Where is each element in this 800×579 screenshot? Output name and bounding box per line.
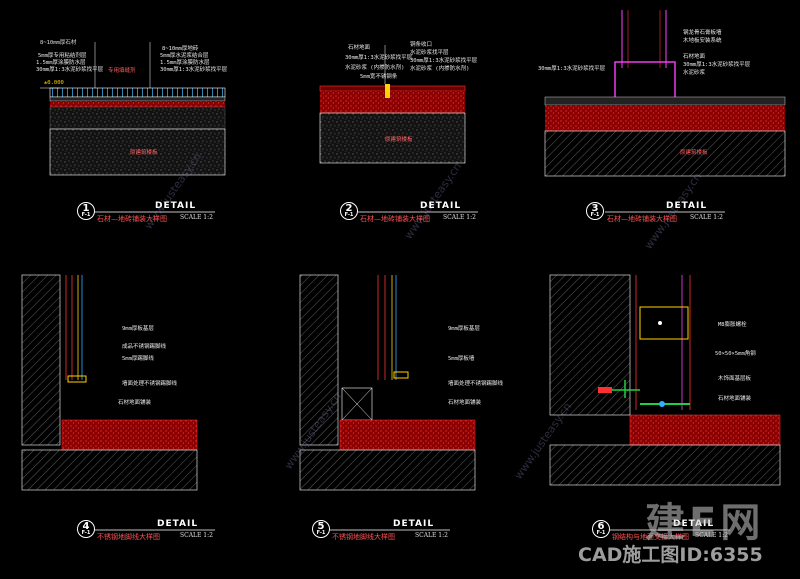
detail-3-section — [544, 10, 786, 177]
d6-label-2: 50×50×5mm角钢 — [715, 351, 756, 357]
d4-label-1: 9mm厚板基层 — [122, 326, 154, 332]
d3-label-right-4: 30mm厚1:3水泥砂浆找平层 — [683, 62, 751, 68]
d6-label-3: 木饰面基层板 — [718, 376, 752, 382]
cad-id-watermark: CAD施工图ID:6355 — [578, 544, 763, 566]
detail-2-heading: DETAIL — [420, 201, 462, 211]
d2-label-right-1: 铜条收口 — [410, 42, 433, 48]
diagonal-watermark-text: www.justeasy.cn — [642, 170, 704, 251]
detail-6-heading: DETAIL — [673, 519, 715, 529]
d1-label-left-1: 8~10mm厚石材 — [40, 40, 77, 46]
d1-slab-label: 原建筑楼板 — [130, 150, 158, 156]
brand-watermark: 建E网 — [645, 500, 765, 546]
d5-label-1: 9mm厚板基层 — [448, 326, 480, 332]
detail-1-section — [40, 42, 226, 176]
d4-label-3: 5mm厚踢脚线 — [122, 356, 154, 362]
detail-1-scale: SCALE 1:2 — [180, 214, 213, 221]
d2-slab-label: 原建筑楼板 — [385, 137, 413, 143]
title-underlines — [95, 211, 730, 531]
d4-label-4: 墙面处理不锈钢踢脚线 — [122, 381, 178, 387]
d6-label-4: 石材地面铺装 — [718, 396, 752, 402]
detail-4-heading: DETAIL — [157, 519, 199, 529]
d2-label-left-1: 石材地面 — [348, 45, 371, 51]
d5-label-2: 5mm厚板墙 — [448, 356, 475, 362]
detail-5-title: 不锈钢地脚线大样图 — [332, 533, 395, 541]
d5-label-3: 墙面处理不锈钢踢脚线 — [448, 381, 504, 387]
d2-label-right-4: 水泥砂浆 (内掺防水剂) — [410, 66, 470, 72]
d5-label-4: 石材地面铺装 — [448, 400, 482, 406]
detail-3-scale: SCALE 1:2 — [690, 214, 723, 221]
d2-label-left-3: 水泥砂浆 (内掺防水剂) — [345, 65, 405, 71]
d3-label-right-2: 木地板安装系统 — [683, 38, 722, 44]
d3-label-right-1: 钢龙骨石膏板墙 — [683, 30, 722, 36]
d3-label-right-3: 石材地面 — [683, 54, 706, 60]
detail-6-scale: SCALE 1:2 — [695, 532, 728, 539]
detail-2-scale: SCALE 1:2 — [443, 214, 476, 221]
d1-label-left-2: 5mm厚专用粘结剂层 — [38, 53, 87, 59]
d3-slab-label: 原建筑楼板 — [680, 150, 708, 156]
detail-3-heading: DETAIL — [666, 201, 708, 211]
d1-label-right-2: 5mm厚水泥浆结合层 — [160, 53, 209, 59]
d2-label-right-2: 水泥砂浆找平层 — [410, 50, 449, 56]
d2-label-left-2: 30mm厚1:3水泥砂浆找平层 — [345, 55, 413, 61]
d6-label-1: M8膨胀螺栓 — [718, 322, 747, 328]
detail-6-title: 钢结构与地面交接大样图 — [612, 533, 689, 541]
d2-center-label: 5mm宽不锈钢条 — [360, 74, 398, 80]
d1-label-left-4: 30mm厚1:3水泥砂浆找平层 — [36, 67, 104, 73]
detail-4-scale: SCALE 1:2 — [180, 532, 213, 539]
detail-5-scale: SCALE 1:2 — [415, 532, 448, 539]
d1-elevation: ±0.000 — [44, 80, 64, 86]
d1-label-right-3: 1.5mm厚涂膜防水层 — [160, 60, 210, 66]
d3-label-left-1: 30mm厚1:3水泥砂浆找平层 — [538, 66, 606, 72]
d4-label-5: 石材地面铺装 — [118, 400, 152, 406]
detail-1-heading: DETAIL — [155, 201, 197, 211]
d3-label-right-5: 水泥砂浆 — [683, 70, 706, 76]
detail-1-title: 石材—地砖铺装大样图 — [97, 215, 167, 223]
d4-label-2: 成品不锈钢踢脚线 — [122, 344, 167, 350]
detail-2-section — [319, 45, 466, 164]
detail-5-section — [299, 274, 476, 491]
d1-label-left-3: 1.5mm厚涂膜防水层 — [36, 60, 86, 66]
d1-label-right-1: 8~10mm厚地砖 — [162, 46, 199, 52]
detail-4-title: 不锈钢地脚线大样图 — [97, 533, 160, 541]
detail-2-title: 石材—地砖铺装大样图 — [360, 215, 430, 223]
d1-label-right-4: 30mm厚1:3水泥砂浆找平层 — [160, 67, 228, 73]
detail-6-section — [549, 274, 781, 486]
d2-label-right-3: 30mm厚1:3水泥砂浆找平层 — [410, 58, 478, 64]
detail-5-heading: DETAIL — [393, 519, 435, 529]
d1-center-label: 专用填缝剂 — [108, 68, 136, 74]
detail-4-section — [21, 274, 198, 491]
detail-3-title: 石材—地砖铺装大样图 — [607, 215, 677, 223]
